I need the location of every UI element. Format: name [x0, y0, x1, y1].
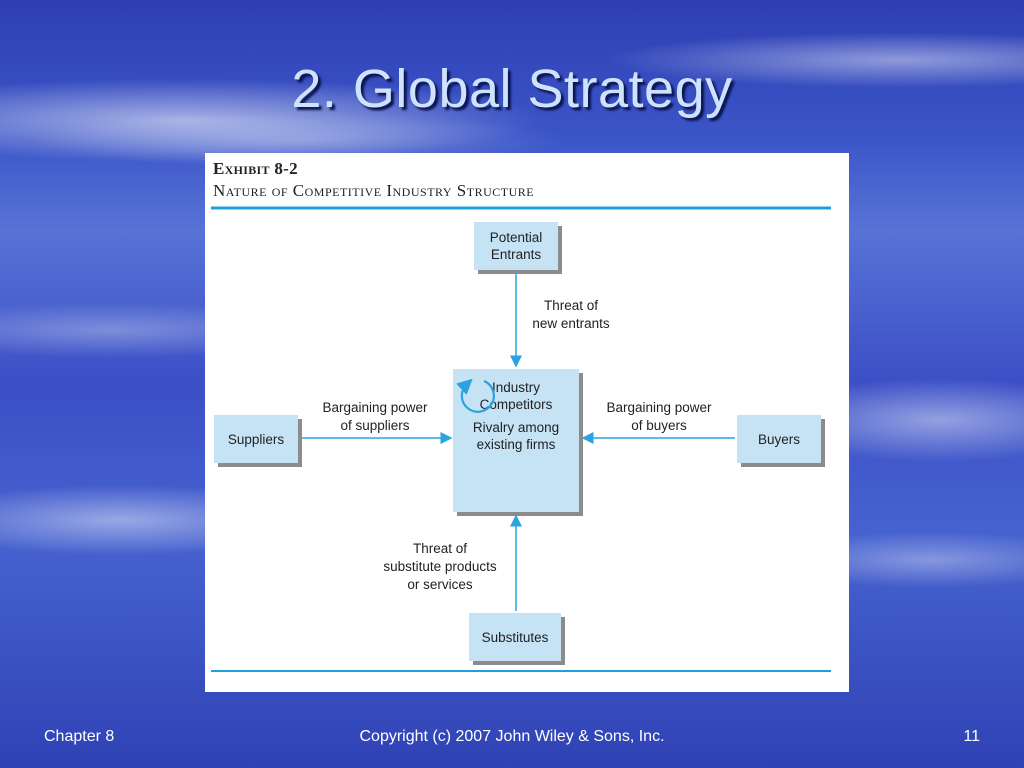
footer-page-number: 11 — [963, 728, 980, 745]
node-substitutes: Substitutes — [469, 613, 561, 661]
node-suppliers-label: Suppliers — [227, 431, 285, 447]
footer-chapter: Chapter 8 — [44, 728, 115, 745]
exhibit-subtitle: Nature of Competitive Industry Structure — [213, 181, 535, 200]
node-suppliers: Suppliers — [214, 415, 298, 463]
footer-copyright: Copyright (c) 2007 John Wiley & Sons, In… — [359, 728, 665, 745]
node-potential-entrants: Potential Entrants — [474, 222, 558, 270]
rivalry-cycle-icon — [456, 378, 495, 413]
node-competitors-bottom-label: Rivalry among existing firms — [472, 420, 560, 452]
slide-title: 2. Global Strategy — [291, 59, 733, 119]
exhibit-diagram-canvas — [211, 206, 831, 672]
node-industry-competitors: Industry Competitors Rivalry among exist… — [453, 369, 579, 512]
node-buyers-label: Buyers — [757, 431, 801, 447]
edge-label-substitutes-threat: Threat of substitute products or service… — [383, 541, 497, 592]
node-substitutes-label: Substitutes — [481, 629, 549, 645]
node-potential-entrants-label: Potential Entrants — [489, 230, 543, 262]
node-buyers: Buyers — [737, 415, 821, 463]
node-competitors-top-label: Industry Competitors — [479, 380, 553, 412]
exhibit-figure: Exhibit 8-2 Nature of Competitive Indust… — [205, 153, 849, 692]
edge-label-new-entrants: Threat of new entrants — [532, 298, 610, 331]
edge-label-buyers-power: Bargaining power of buyers — [606, 400, 712, 433]
exhibit-title: Exhibit 8-2 — [213, 159, 298, 178]
edge-label-suppliers-power: Bargaining power of suppliers — [322, 400, 428, 433]
